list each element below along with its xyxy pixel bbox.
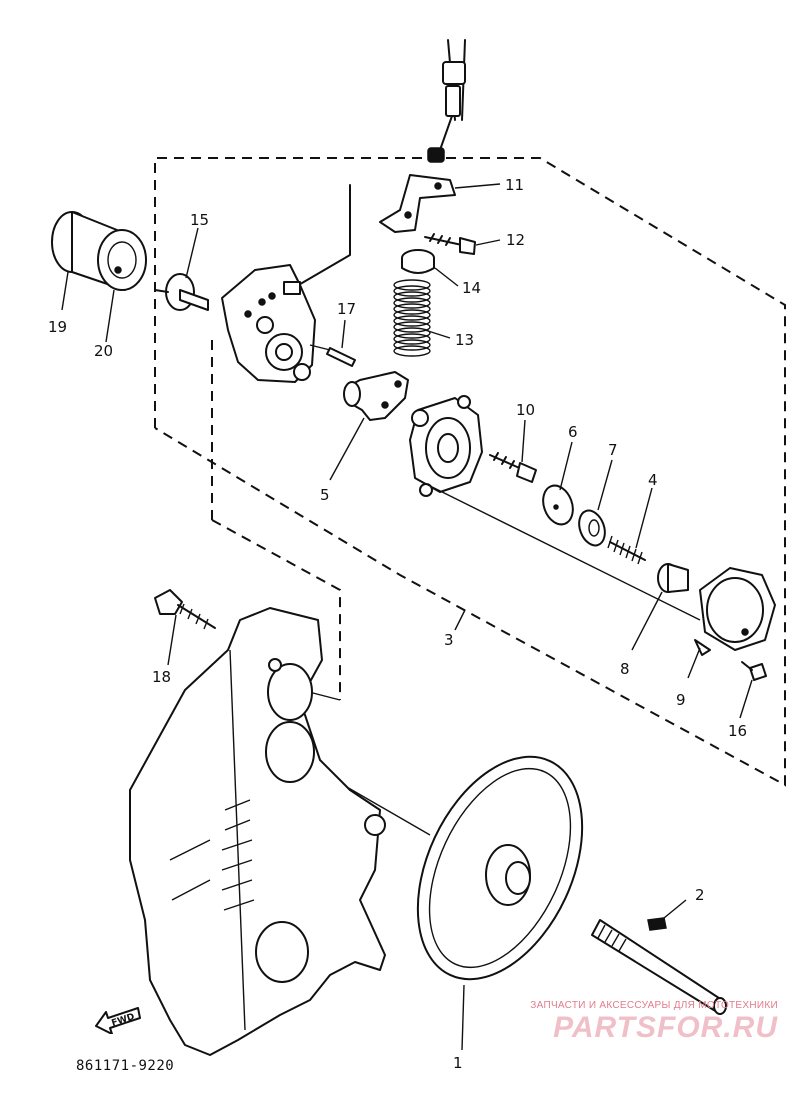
clip-7 [578, 509, 606, 547]
svg-text:17: 17 [337, 300, 356, 318]
pin-15 [154, 273, 209, 311]
bolt-12 [424, 233, 476, 255]
svg-text:11: 11 [505, 176, 524, 194]
assembly-boundary [154, 157, 786, 787]
callout-7: 7 [597, 441, 618, 511]
svg-text:12: 12 [506, 231, 525, 249]
svg-text:15: 15 [190, 211, 209, 229]
spring-13 [393, 279, 431, 357]
callout-10: 10 [516, 401, 535, 463]
fwd-label: FWD [110, 1012, 135, 1029]
callout-8: 8 [620, 591, 663, 678]
cable [427, 39, 466, 163]
spring-coil [393, 291, 431, 303]
callout-3: 3 [444, 609, 466, 649]
svg-text:13: 13 [455, 331, 474, 349]
screw-16 [741, 661, 767, 681]
spacer-8 [657, 563, 689, 593]
cap-9 [694, 567, 776, 656]
svg-text:2: 2 [695, 886, 705, 904]
svg-text:4: 4 [648, 471, 658, 489]
spring-coil [393, 309, 431, 321]
callout-9: 9 [676, 647, 701, 709]
svg-text:16: 16 [728, 722, 747, 740]
spring-coil [393, 285, 431, 297]
svg-text:7: 7 [608, 441, 618, 459]
svg-text:6: 6 [568, 423, 578, 441]
cap-19-20 [51, 211, 147, 291]
svg-text:20: 20 [94, 342, 113, 360]
callout-18: 18 [152, 614, 177, 686]
spring-coil [393, 297, 431, 309]
callout-2: 2 [663, 886, 705, 919]
callout-13: 13 [424, 329, 474, 349]
bolt-18 [154, 589, 216, 630]
watermark: ЗАПЧАСТИ И АКСЕССУАРЫ ДЛЯ МОТОТЕХНИКИ PA… [530, 1000, 778, 1045]
callout-11: 11 [454, 176, 524, 194]
drive-shaft [591, 919, 727, 1015]
spring-coil [393, 279, 431, 291]
spring-4 [607, 535, 646, 565]
key-2 [647, 917, 667, 931]
bracket-11 [289, 174, 456, 291]
valve-housing [221, 264, 316, 383]
callout-5: 5 [320, 417, 365, 504]
callout-20: 20 [94, 289, 115, 360]
svg-text:1: 1 [453, 1054, 463, 1072]
bolt-10 [489, 452, 537, 483]
washer-6 [542, 484, 574, 526]
flange-cover [409, 395, 483, 497]
sheave-1 [416, 755, 584, 981]
spring-coil [393, 303, 431, 315]
callout-15: 15 [185, 211, 209, 279]
watermark-caption: ЗАПЧАСТИ И АКСЕССУАРЫ ДЛЯ МОТОТЕХНИКИ [530, 1000, 778, 1011]
svg-text:18: 18 [152, 668, 171, 686]
callout-6: 6 [559, 423, 578, 491]
svg-text:3: 3 [444, 631, 454, 649]
svg-text:10: 10 [516, 401, 535, 419]
callout-14: 14 [434, 267, 481, 297]
collar-14 [401, 249, 435, 274]
callout-12: 12 [475, 231, 525, 249]
spring-coil [393, 327, 431, 339]
callout-16: 16 [728, 679, 753, 740]
spring-coil [393, 315, 431, 327]
watermark-brand: PARTSFOR.RU [553, 1011, 778, 1044]
engine-case [129, 607, 386, 1056]
pin-17 [309, 344, 356, 367]
shaft-5 [343, 371, 409, 421]
callout-17: 17 [337, 300, 356, 349]
callout-4: 4 [635, 471, 658, 549]
svg-text:14: 14 [462, 279, 481, 297]
spring-coil [393, 321, 431, 333]
svg-text:5: 5 [320, 486, 330, 504]
svg-text:19: 19 [48, 318, 67, 336]
callout-1: 1 [453, 984, 465, 1072]
svg-text:9: 9 [676, 691, 686, 709]
drawing-code: 861171-9220 [76, 1058, 175, 1074]
callouts: 1 2 3 4 5 6 7 8 9 10 11 12 13 14 15 16 1… [48, 176, 753, 1072]
spring-coil [393, 339, 431, 351]
spring-coil [393, 345, 431, 357]
callout-19: 19 [48, 271, 69, 336]
fwd-arrow-icon: FWD [95, 1007, 141, 1034]
spring-coil [393, 333, 431, 345]
svg-text:8: 8 [620, 660, 630, 678]
